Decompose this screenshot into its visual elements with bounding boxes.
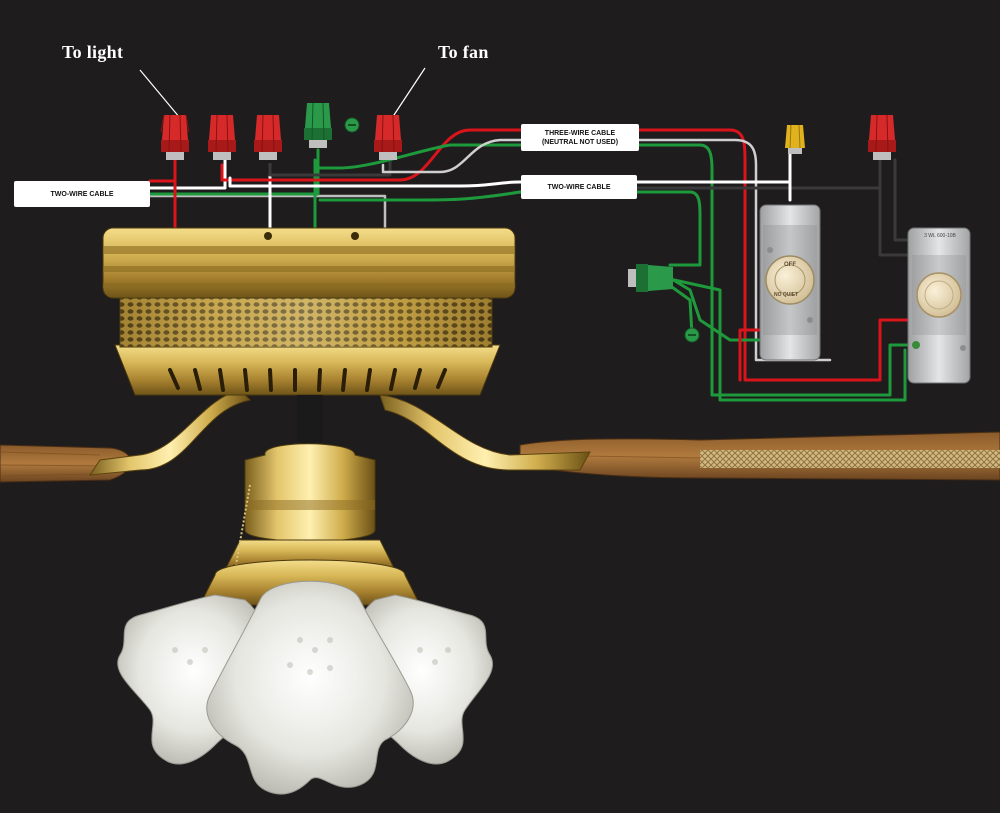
fan-knob-quiet-label: NO QUIET	[774, 292, 799, 298]
switch-housing	[224, 443, 396, 571]
to-fan-leader	[391, 67, 426, 119]
two-wire-green	[318, 190, 702, 267]
three-wire-green	[316, 143, 912, 397]
to-fan-callout: To fan	[438, 42, 489, 62]
two-wire-cable-text: TWO-WIRE CABLE	[50, 190, 114, 198]
fan-blade-right	[519, 431, 1000, 481]
two-wire-white	[228, 148, 792, 188]
neutral-wire	[148, 158, 227, 190]
ground-to-screw	[663, 280, 694, 337]
dimmer-switch	[907, 227, 971, 384]
fan-knob-off-label: OFF	[784, 262, 796, 268]
wire-nut-icon	[785, 124, 805, 154]
switch-feed-red	[878, 158, 922, 257]
wire-nut-icon	[160, 114, 190, 160]
hot-wire	[148, 158, 177, 183]
three-wire-red	[220, 128, 912, 382]
wire-nut-icon	[374, 114, 402, 160]
three-wire-white	[381, 138, 832, 362]
wire-nut-icon	[254, 114, 282, 160]
dimmer-plate-label: 3 WL 600-10B	[924, 233, 956, 239]
to-light-callout: To light	[62, 42, 124, 62]
two-wire-cable-text: TWO-WIRE CABLE	[547, 183, 611, 191]
glass-shades	[117, 580, 493, 795]
wire-nut-icon	[868, 114, 896, 160]
wire-nut-icon	[628, 264, 673, 292]
fan-control-knob[interactable]	[765, 255, 815, 305]
fan-speed-control	[759, 204, 821, 361]
two-wire-cable-label-left: TWO-WIRE CABLE	[14, 181, 150, 207]
three-wire-cable-text: THREE-WIRE CABLE	[544, 129, 616, 137]
two-wire-cable-label-right: TWO-WIRE CABLE	[521, 175, 637, 199]
bare-wire	[148, 194, 387, 242]
fan-switch-red	[738, 328, 762, 382]
wire-nut-icon	[304, 102, 332, 148]
three-wire-cable-note: (NEUTRAL NOT USED)	[541, 138, 619, 146]
three-wire-black	[268, 158, 392, 177]
wire-nut-icon	[208, 114, 236, 160]
to-light-leader	[139, 69, 181, 119]
fan-motor-housing	[102, 227, 516, 396]
blade-iron-left	[88, 389, 252, 476]
glass-shade-center	[206, 580, 414, 795]
ground-screw-icon	[684, 327, 700, 343]
ground-pigtail-2	[663, 276, 907, 402]
blade-iron-right	[379, 394, 591, 471]
dimmer-knob[interactable]	[916, 272, 962, 318]
ground-screw-icon	[344, 117, 360, 133]
three-wire-cable-label: THREE-WIRE CABLE (NEUTRAL NOT USED)	[521, 124, 639, 151]
wires	[148, 128, 932, 402]
